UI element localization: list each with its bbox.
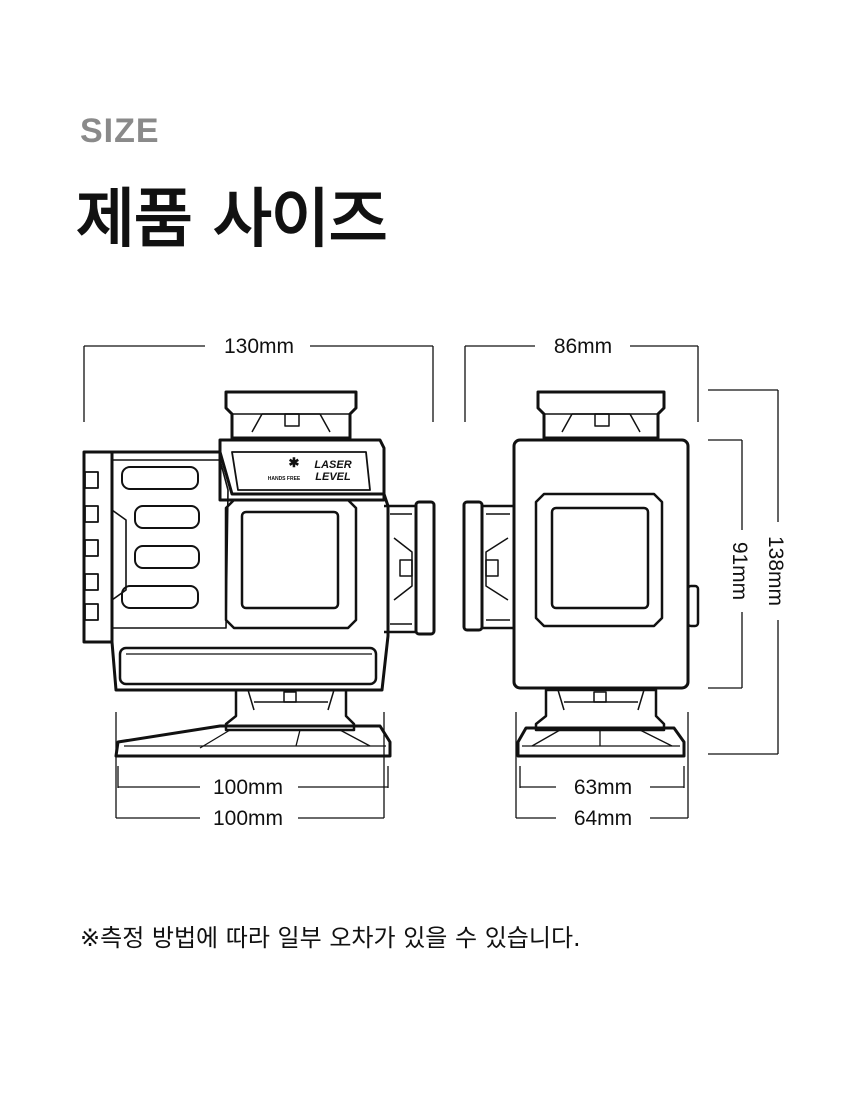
side-total-height-label: 138mm bbox=[764, 536, 787, 606]
front-width-label: 130mm bbox=[224, 335, 294, 358]
side-base-label-2: 64mm bbox=[574, 807, 632, 830]
side-base-label-1: 63mm bbox=[574, 776, 632, 799]
side-width-label: 86mm bbox=[554, 335, 612, 358]
front-width-dimension bbox=[83, 345, 434, 422]
star-mark-icon: ✱ bbox=[289, 455, 300, 470]
front-base-label-2: 100mm bbox=[213, 807, 283, 830]
front-base-label-1: 100mm bbox=[213, 776, 283, 799]
page-title: 제품 사이즈 bbox=[76, 183, 388, 257]
mark-text: HANDS FREE bbox=[268, 476, 301, 482]
front-view-device bbox=[82, 390, 436, 758]
side-width-dimension bbox=[464, 345, 699, 422]
section-eyebrow: SIZE bbox=[80, 112, 160, 150]
side-base-dimensions bbox=[515, 712, 689, 819]
side-body-height-label: 91mm bbox=[728, 542, 751, 600]
brand-text-line1: LASER bbox=[314, 459, 351, 471]
brand-text-line2: LEVEL bbox=[315, 471, 351, 483]
front-base-dimensions bbox=[115, 712, 389, 819]
brand-label: ✱ LASER LEVEL HANDS FREE bbox=[268, 455, 352, 483]
side-height-dimensions bbox=[708, 389, 779, 755]
side-view-device bbox=[462, 390, 700, 758]
footnote: ※측정 방법에 따라 일부 오차가 있을 수 있습니다. bbox=[80, 924, 581, 952]
